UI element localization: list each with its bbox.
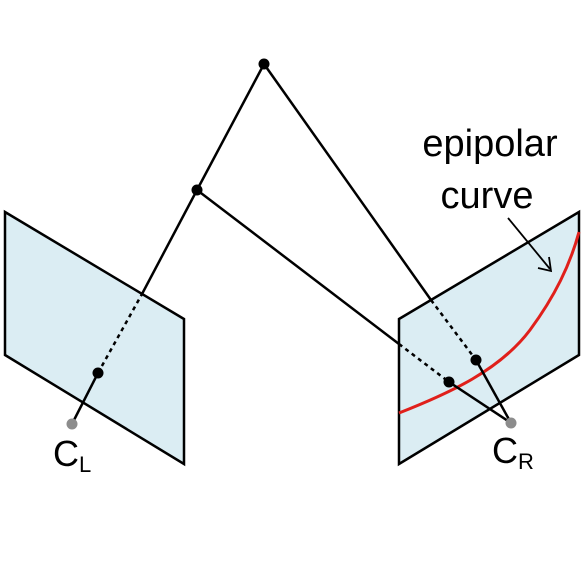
right-image-plane (397, 209, 581, 467)
ray-left-to-near-point (140, 189, 199, 295)
ray-near-hidden (398, 343, 450, 383)
ray-near-to-right-plane (196, 189, 400, 345)
annotation-line-1: epipolar (422, 123, 558, 165)
ray-left-to-camera (70, 372, 100, 425)
left-image-point (92, 367, 104, 379)
camera-left-label-main: C (53, 433, 79, 474)
camera-left-label: CL (53, 433, 91, 477)
camera-right-label: CR (492, 430, 534, 474)
world-point-far (258, 58, 270, 70)
camera-right-label-sub: R (518, 449, 534, 474)
ray-apex-to-right-plane (262, 63, 433, 301)
annotation-line-2: curve (441, 175, 534, 217)
camera-left-label-sub: L (79, 452, 91, 477)
world-point-near (191, 184, 203, 196)
ray-left-to-apex-solid (195, 63, 266, 191)
ray-apex-to-camera (474, 359, 513, 424)
epipolar-curve (398, 231, 581, 415)
camera-center-left (66, 418, 78, 430)
left-image-plane (3, 209, 186, 467)
right-image-point-far (470, 354, 482, 366)
ray-near-to-camera (448, 380, 512, 425)
camera-center-right (505, 417, 517, 429)
ray-left-hidden (96, 293, 144, 374)
arrow-icon (507, 217, 553, 273)
right-image-point-near (443, 376, 455, 388)
camera-right-label-main: C (492, 430, 518, 471)
